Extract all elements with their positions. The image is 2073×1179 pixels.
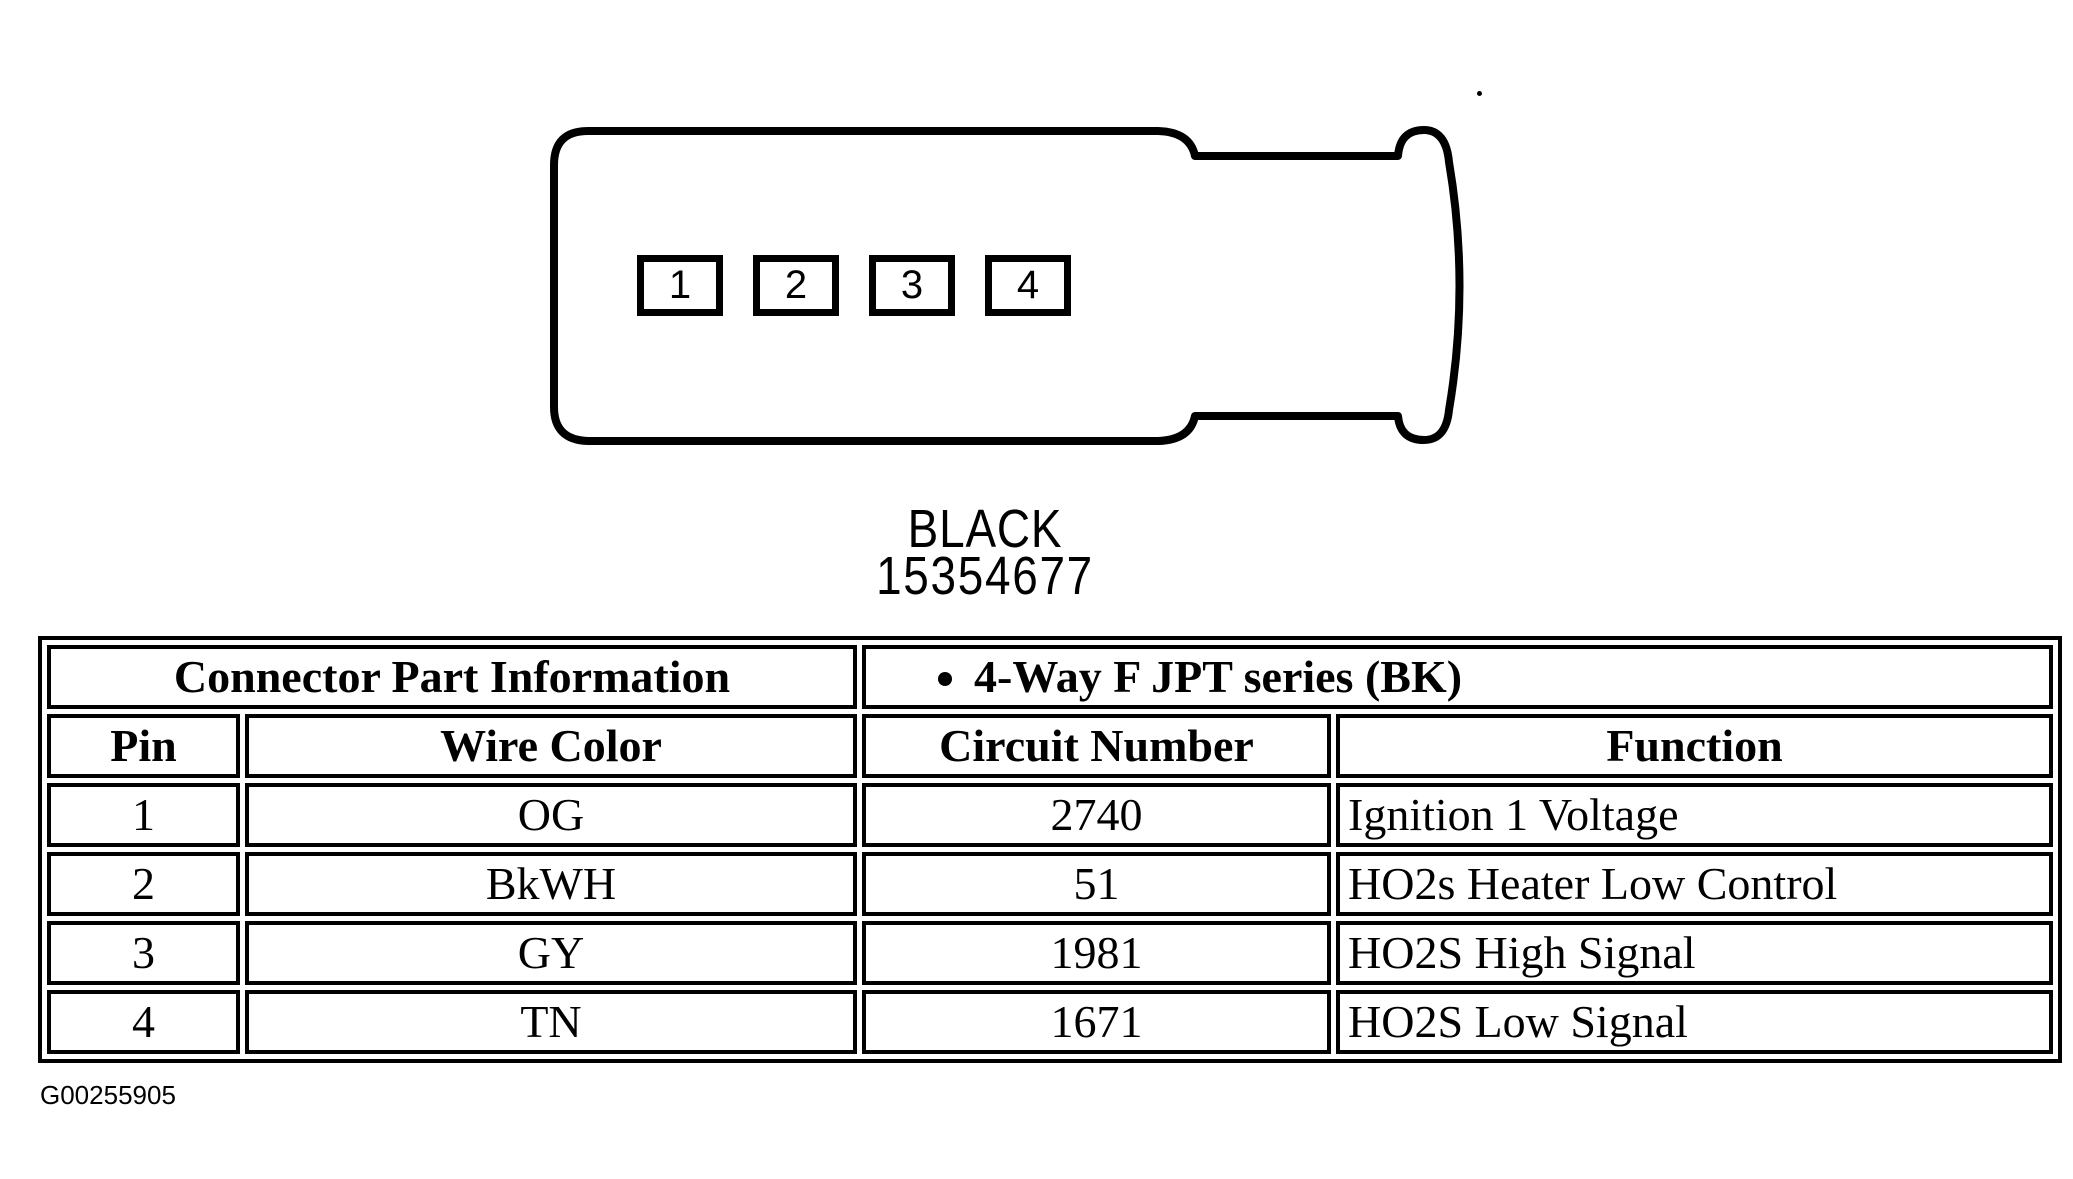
col-header-pin: Pin [47,714,240,778]
cell-wire-color: OG [245,783,857,847]
pin-cavity-4: 4 [985,255,1071,316]
pin-cavity-1: 1 [637,255,723,316]
col-header-function: Function [1336,714,2053,778]
col-header-circuit-number: Circuit Number [862,714,1331,778]
cell-circuit: 2740 [862,783,1331,847]
pin-cavity-2: 2 [753,255,839,316]
connector-color-label: BLACK [907,499,1063,559]
cell-wire-color: TN [245,990,857,1054]
cell-pin: 1 [47,783,240,847]
cell-function: Ignition 1 Voltage [1336,783,2053,847]
column-header-row: Pin Wire Color Circuit Number Function [47,714,2053,778]
col-header-wire-color: Wire Color [245,714,857,778]
cell-function: HO2S Low Signal [1336,990,2053,1054]
table-title-row: Connector Part Information 4-Way F JPT s… [47,645,2053,709]
scan-speck [1477,91,1482,96]
connector-info-table: Connector Part Information 4-Way F JPT s… [38,636,2062,1063]
cell-wire-color: BkWH [245,852,857,916]
table-body: Connector Part Information 4-Way F JPT s… [47,645,2053,1054]
table-title-connector-part-information: Connector Part Information [47,645,857,709]
connector-part-number: 15354677 [876,546,1094,606]
figure-id: G00255905 [40,1080,176,1110]
cell-function: HO2S High Signal [1336,921,2053,985]
cell-function: HO2s Heater Low Control [1336,852,2053,916]
pin-cavity-3: 3 [869,255,955,316]
cell-circuit: 1981 [862,921,1331,985]
bullet-icon [938,672,952,686]
cell-wire-color: GY [245,921,857,985]
series-label: 4-Way F JPT series (BK) [974,651,1463,702]
cell-circuit: 1671 [862,990,1331,1054]
cell-pin: 2 [47,852,240,916]
cell-pin: 3 [47,921,240,985]
cell-circuit: 51 [862,852,1331,916]
cell-pin: 4 [47,990,240,1054]
table-title-series: 4-Way F JPT series (BK) [862,645,2053,709]
